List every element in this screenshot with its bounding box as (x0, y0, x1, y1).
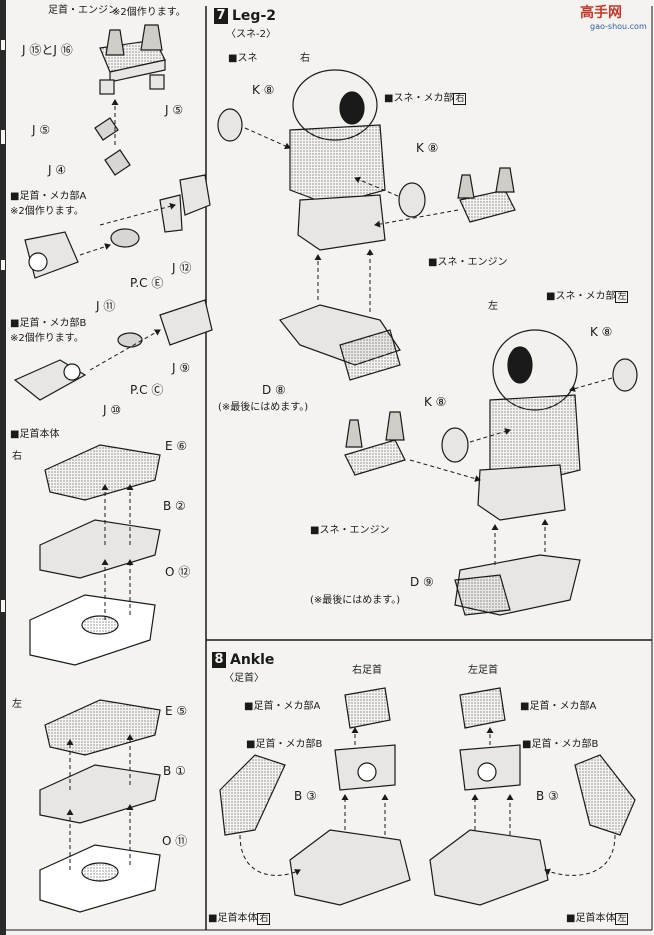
part-j5-a: J ⑤ (165, 103, 184, 117)
part-j15-j16: J ⑮とJ ⑯ (22, 43, 73, 57)
mecha-b-left-label: ■足首・メカ部B (246, 739, 323, 750)
part-o11: O ⑪ (162, 834, 188, 848)
part-b3-right: B ③ (536, 789, 559, 803)
sune-label: ■スネ (228, 53, 258, 64)
watermark-url: gao-shou.com (590, 22, 647, 31)
mecha-a-right-label: ■足首・メカ部A (520, 701, 597, 712)
step-8-subtitle: 〈足首〉 (224, 673, 264, 684)
left-ankle-label: 左足首 (468, 665, 498, 676)
step-8-heading: 8 Ankle (212, 652, 274, 668)
sune-mecha-right-box: 右 (453, 93, 467, 105)
part-b3-left: B ③ (294, 789, 317, 803)
part-e5: E ⑤ (165, 704, 188, 718)
ankle-body-title: ■足首本体 (10, 429, 60, 440)
ankle-mecha-a-title: ■足首・メカ部A (10, 191, 87, 202)
part-pc-c: P.C Ⓒ (130, 383, 164, 397)
attach-last-note-a: (※最後にはめます。) (218, 402, 309, 413)
part-pc-e: P.C Ⓔ (130, 276, 164, 290)
part-j12: J ⑫ (172, 261, 192, 275)
part-j9: J ⑨ (172, 361, 191, 375)
make-two-note-3: ※2個作ります。 (10, 333, 84, 344)
part-j11: J ⑪ (96, 299, 116, 313)
part-j5-b: J ⑤ (32, 123, 51, 137)
engine-label: 足首・エンジン (48, 5, 118, 16)
step-8-title: Ankle (230, 652, 275, 668)
ankle-body-left-label: ■足首本体右 (208, 912, 271, 925)
part-j10: J ⑩ (103, 403, 122, 417)
sune-engine-a-label: ■スネ・エンジン (428, 257, 508, 268)
sune-mecha-left-box: 左 (615, 291, 629, 303)
step-number-7: 7 (214, 8, 228, 24)
sune-mecha-left-text: ■スネ・メカ部 (546, 291, 616, 302)
part-b1: B ① (163, 764, 186, 778)
part-o12: O ⑫ (165, 565, 191, 579)
sune-engine-b-label: ■スネ・エンジン (310, 525, 390, 536)
right-ankle-label: 右足首 (352, 665, 382, 676)
sune-mecha-right-text: ■スネ・メカ部 (384, 93, 454, 104)
part-k8-c: K ⑧ (590, 325, 613, 339)
ankle-body-left-box: 右 (257, 913, 271, 925)
part-k8-a: K ⑧ (252, 83, 275, 97)
part-e6: E ⑥ (165, 439, 188, 453)
mecha-a-left-label: ■足首・メカ部A (244, 701, 321, 712)
ankle-body-right-label: ■足首本体左 (566, 912, 629, 925)
ankle-body-right-box: 左 (615, 913, 629, 925)
ankle-mecha-b-title: ■足首・メカ部B (10, 318, 87, 329)
step-number-8: 8 (212, 652, 226, 668)
part-k8-d: K ⑧ (424, 395, 447, 409)
part-d9: D ⑨ (410, 575, 434, 589)
ankle-body-left-text: ■足首本体 (208, 913, 258, 924)
attach-last-note-b: (※最後にはめます。) (310, 595, 401, 606)
step-7-subtitle: 〈スネ-2〉 (226, 29, 276, 40)
make-two-note-2: ※2個作ります。 (10, 206, 84, 217)
right-side-mark: 右 (12, 451, 22, 462)
part-k8-b: K ⑧ (416, 141, 439, 155)
sune-mecha-left-label: ■スネ・メカ部左 (546, 290, 629, 303)
make-two-note-1: ※2個作ります。 (112, 7, 186, 18)
part-d8: D ⑧ (262, 383, 286, 397)
sune-left-mark: 左 (488, 301, 498, 312)
step-7-title: Leg-2 (232, 8, 276, 24)
watermark-logo: 高手网 (580, 5, 622, 21)
mecha-b-right-label: ■足首・メカ部B (522, 739, 599, 750)
step-7-heading: 7 Leg-2 (214, 8, 276, 24)
ankle-body-right-text: ■足首本体 (566, 913, 616, 924)
sune-right-mark: 右 (300, 53, 310, 64)
part-j4: J ④ (48, 163, 67, 177)
left-side-mark: 左 (12, 699, 22, 710)
sune-mecha-right-label: ■スネ・メカ部右 (384, 92, 467, 105)
part-b2: B ② (163, 499, 186, 513)
